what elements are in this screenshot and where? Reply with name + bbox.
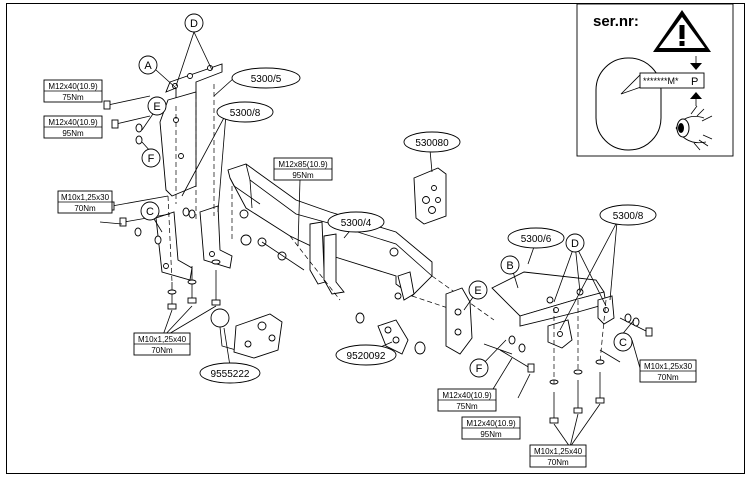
spec-right-m10-side: M10x1,25x30 70Nm (639, 359, 697, 383)
vehicle-pillar-icon (595, 57, 662, 151)
label-530080: 530080 (403, 131, 461, 153)
left-dashed-guides (167, 84, 215, 283)
label-5300-8-left: 5300/8 (216, 101, 274, 123)
svg-text:9520092: 9520092 (347, 351, 386, 362)
svg-text:M12x85(10.9): M12x85(10.9) (278, 160, 328, 169)
letter-callouts: D A E F C B D E C F (138, 13, 633, 378)
spec-center-m12x85: M12x85(10.9) 95Nm (273, 157, 333, 181)
plate-letter-p: P (691, 76, 698, 88)
warning-triangle-icon (653, 10, 711, 52)
callout-c-right: C (613, 332, 633, 352)
serial-title: ser.nr: (593, 13, 639, 30)
spec-right-m12-95: M12x40(10.9) 95Nm (461, 416, 521, 440)
spec-left-m10-top: M10x1,25x30 70Nm (57, 190, 113, 214)
label-5300-5: 5300/5 (231, 67, 301, 89)
svg-text:75Nm: 75Nm (62, 93, 84, 102)
adapter-plate-530080 (413, 167, 447, 225)
svg-text:M10x1,25x30: M10x1,25x30 (61, 193, 110, 202)
bracket-9520092 (355, 312, 426, 355)
svg-text:5300/6: 5300/6 (521, 234, 552, 245)
svg-text:70Nm: 70Nm (74, 204, 96, 213)
svg-text:75Nm: 75Nm (456, 402, 478, 411)
svg-text:D: D (571, 238, 579, 250)
svg-text:M12x40(10.9): M12x40(10.9) (48, 118, 98, 127)
left-side-bracket-5300-5 (159, 63, 223, 197)
svg-text:D: D (190, 18, 198, 30)
svg-text:9555222: 9555222 (211, 369, 250, 380)
svg-text:95Nm: 95Nm (62, 129, 84, 138)
spec-right-m10-bottom: M10x1,25x40 70Nm (529, 444, 587, 468)
left-bolts (103, 95, 221, 310)
label-5300-4: 5300/4 (327, 211, 385, 233)
label-5300-8-right: 5300/8 (599, 204, 657, 226)
callout-e-left: E (147, 96, 167, 116)
svg-text:F: F (148, 153, 155, 165)
callout-c-left: C (140, 201, 160, 221)
svg-text:70Nm: 70Nm (151, 346, 173, 355)
serial-number-panel: ser.nr: *******M* P (576, 3, 734, 157)
spec-left-m12-75: M12x40(10.9) 75Nm (43, 79, 103, 103)
svg-text:M10x1,25x40: M10x1,25x40 (138, 335, 187, 344)
callout-d-top: D (184, 13, 204, 33)
callout-d-right: D (565, 233, 585, 253)
svg-text:95Nm: 95Nm (480, 430, 502, 439)
callout-b: B (500, 255, 520, 275)
svg-text:95Nm: 95Nm (292, 171, 314, 180)
svg-text:E: E (474, 285, 481, 297)
part-number-labels: 5300/5 5300/8 530080 5300/4 5300/6 5300/… (199, 67, 657, 384)
spec-left-m12-95: M12x40(10.9) 95Nm (43, 115, 103, 139)
left-lower-bracket-5300-8 (155, 205, 233, 281)
svg-text:M10x1,25x30: M10x1,25x30 (644, 362, 693, 371)
tow-ball-9555222 (210, 308, 283, 359)
svg-text:A: A (144, 60, 152, 72)
callout-f-right: F (469, 358, 489, 378)
svg-text:M12x40(10.9): M12x40(10.9) (48, 82, 98, 91)
callout-a: A (138, 55, 158, 75)
svg-text:B: B (506, 260, 513, 272)
spec-right-m12-75: M12x40(10.9) 75Nm (437, 388, 497, 412)
svg-text:5300/4: 5300/4 (341, 218, 372, 229)
svg-text:M12x40(10.9): M12x40(10.9) (442, 391, 492, 400)
callout-f-left: F (141, 148, 161, 168)
right-side-bracket-5300-6 (491, 271, 607, 327)
svg-text:5300/5: 5300/5 (251, 74, 282, 85)
svg-text:530080: 530080 (415, 138, 449, 149)
plate-serial-text: *******M* (643, 76, 679, 86)
svg-text:F: F (476, 363, 483, 375)
svg-text:E: E (153, 101, 160, 113)
eye-icon (675, 105, 713, 151)
right-bolts (483, 313, 653, 424)
diagram-frame (6, 3, 745, 474)
svg-text:70Nm: 70Nm (547, 458, 569, 467)
label-9555222: 9555222 (199, 362, 261, 384)
svg-text:5300/8: 5300/8 (613, 211, 644, 222)
callout-e-right: E (468, 280, 488, 300)
svg-text:M12x40(10.9): M12x40(10.9) (466, 419, 516, 428)
label-9520092: 9520092 (335, 344, 397, 366)
svg-text:70Nm: 70Nm (657, 373, 679, 382)
svg-text:C: C (146, 206, 154, 218)
label-5300-6: 5300/6 (507, 227, 565, 249)
license-plate-icon: *******M* P (620, 56, 705, 106)
right-dashed-guides (553, 299, 607, 384)
cross-beam-5300-4 (227, 163, 433, 301)
spec-boxes: M12x40(10.9) 75Nm M12x40(10.9) 95Nm M10x… (43, 79, 697, 468)
svg-text:5300/8: 5300/8 (230, 108, 261, 119)
svg-text:C: C (619, 337, 627, 349)
right-plate-e (445, 287, 473, 355)
svg-text:M10x1,25x40: M10x1,25x40 (534, 447, 583, 456)
spec-left-m10-bottom: M10x1,25x40 70Nm (133, 332, 191, 356)
